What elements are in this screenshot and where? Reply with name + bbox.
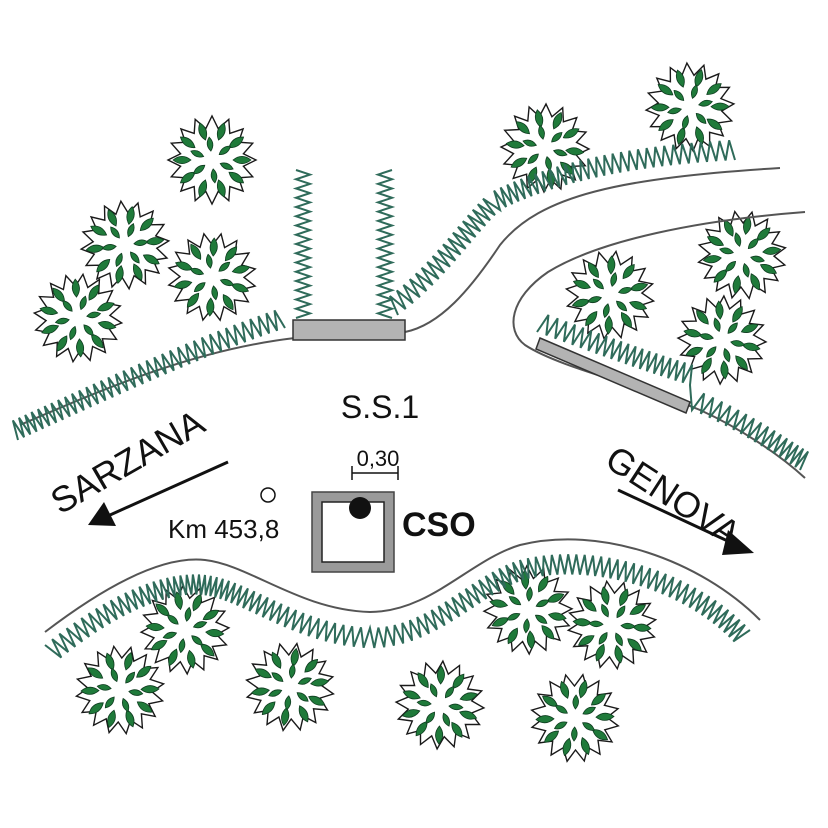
embankments (11, 140, 810, 659)
tree-group (32, 61, 787, 763)
tree-icon (566, 579, 658, 671)
embankment-north-east (388, 140, 736, 316)
dimension-annotation: 0,30 (351, 446, 400, 480)
station-code-label: CSO (402, 506, 476, 544)
dimension-label: 0,30 (357, 446, 400, 471)
station-marker-icon (311, 491, 395, 573)
ditch-left-edge (292, 169, 314, 319)
west-arrow-icon (88, 460, 229, 526)
tree-icon (530, 673, 620, 763)
tree-icon (394, 659, 486, 751)
embankment-north-west (11, 309, 286, 441)
tree-icon (644, 61, 736, 153)
road-edge-north-west (19, 167, 781, 426)
tree-icon (245, 642, 335, 732)
tree-icon (564, 249, 656, 341)
road-name-label: S.S.1 (341, 389, 419, 425)
embankment-south (44, 554, 751, 659)
east-destination-label: GENOVA (599, 437, 748, 554)
tree-icon (482, 564, 574, 656)
tree-icon (32, 272, 124, 364)
road-edge-south (44, 538, 761, 633)
culvert-north (292, 319, 406, 341)
culvert-east (535, 336, 691, 415)
tree-icon (139, 584, 231, 676)
tree-icon (79, 199, 171, 291)
tree-icon (499, 102, 591, 194)
kilometre-marker-label: Km 453,8 (168, 514, 279, 544)
kilometre-stone-icon (260, 487, 276, 503)
east-arrow-icon (617, 488, 754, 555)
tree-icon (167, 232, 257, 322)
ditch-right-edge (374, 169, 396, 319)
tree-icon (676, 294, 768, 386)
tree-icon (74, 644, 166, 736)
embankment-branch (536, 314, 810, 471)
west-destination-label: SARZANA (44, 401, 212, 522)
tree-icon (697, 210, 787, 300)
tree-icon (166, 114, 258, 206)
